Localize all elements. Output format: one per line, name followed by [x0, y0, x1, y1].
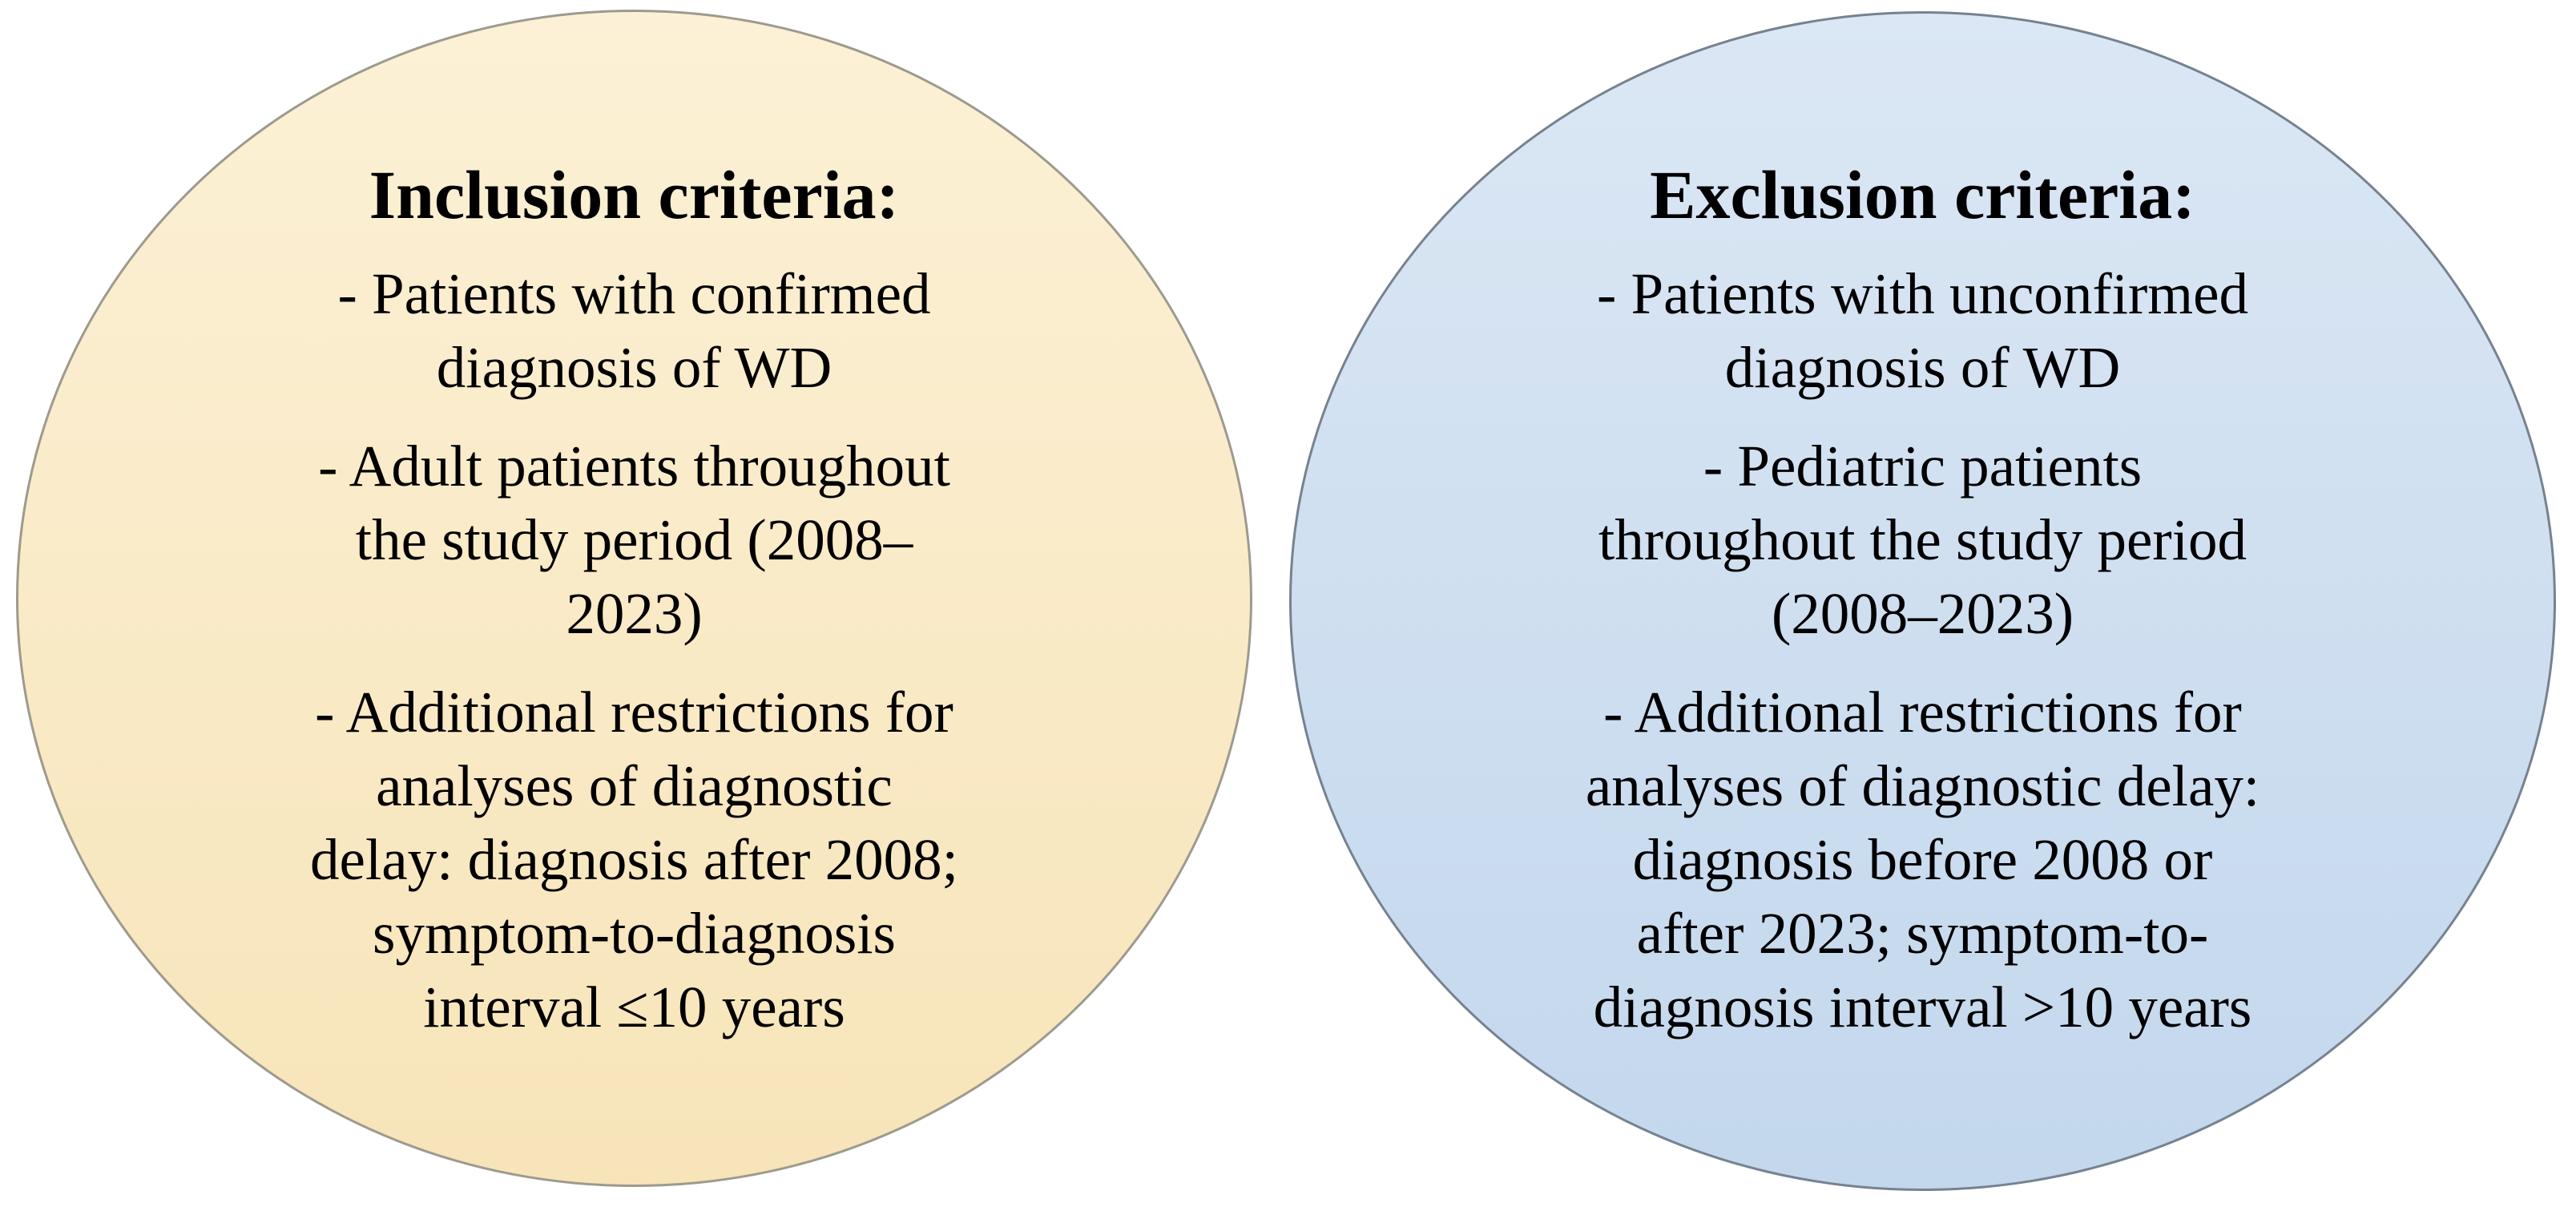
exclusion-criteria-ellipse: Exclusion criteria: - Patients with unco…: [1289, 11, 2556, 1191]
exclusion-item-pediatric-patients: - Pediatric patients throughout the stud…: [1598, 434, 2247, 646]
inclusion-title: Inclusion criteria:: [369, 156, 900, 233]
inclusion-item-adult-patients: - Adult patients throughout the study pe…: [318, 434, 950, 646]
exclusion-item-unconfirmed-diagnosis: - Patients with unconfirmed diagnosis of…: [1597, 261, 2248, 400]
exclusion-text-block: Exclusion criteria: - Patients with unco…: [1490, 155, 2356, 1044]
inclusion-text-block: Inclusion criteria: - Patients with conf…: [234, 155, 1035, 1044]
inclusion-item-confirmed-diagnosis: - Patients with confirmed diagnosis of W…: [337, 261, 931, 400]
inclusion-criteria-ellipse: Inclusion criteria: - Patients with conf…: [16, 10, 1252, 1187]
exclusion-title: Exclusion criteria:: [1650, 156, 2195, 233]
inclusion-item-additional-restrictions: - Additional restrictions for analyses o…: [310, 680, 958, 1039]
exclusion-item-additional-restrictions: - Additional restrictions for analyses o…: [1585, 680, 2260, 1039]
